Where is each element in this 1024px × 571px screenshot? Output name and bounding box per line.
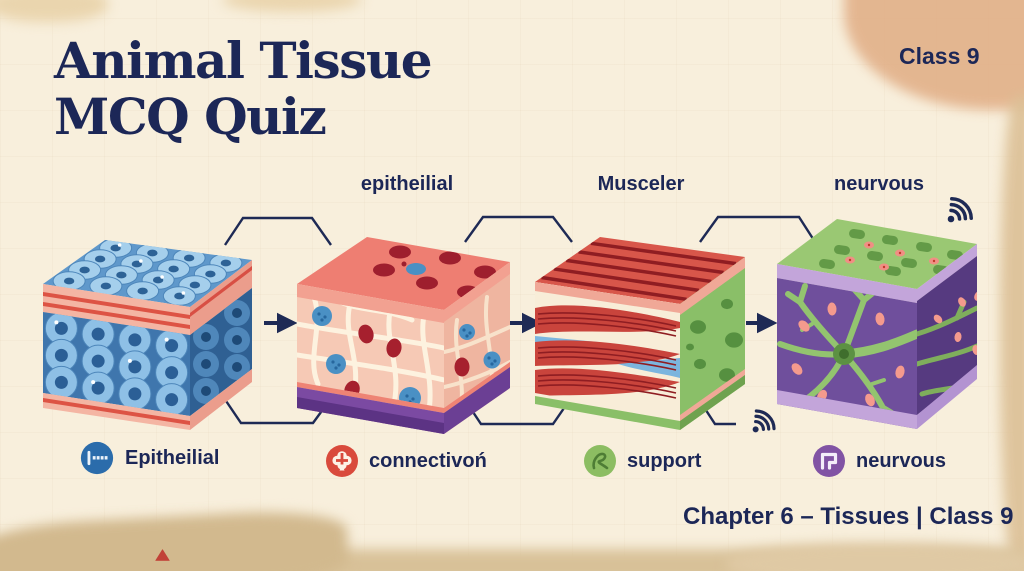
red-paper-speck — [155, 549, 170, 561]
tissue-diagram — [43, 197, 977, 434]
page-title: Animal Tissue MCQ Quiz — [54, 31, 433, 146]
label-nervous: neurvous — [833, 173, 925, 195]
legend-label: Epitheilial — [125, 446, 220, 469]
signal-waves-icon — [947, 197, 973, 223]
label-muscular: Musceler — [597, 173, 685, 195]
signal-waves-icon — [752, 409, 776, 433]
legend-item-support: support — [583, 444, 701, 478]
legend-label: neurvous — [856, 449, 947, 472]
connective-tissue-cube — [297, 237, 510, 434]
arrow-right-icon — [264, 312, 778, 334]
legend-item-connective: connectivoń — [325, 444, 487, 478]
title-line-2: MCQ Quiz — [54, 87, 327, 146]
epithelial-tissue-cube — [43, 240, 252, 430]
bracket-glyph-icon — [813, 445, 845, 477]
legend-label: support — [627, 449, 702, 472]
nervous-tissue-cube — [777, 219, 977, 429]
paper-edge-bottom-left — [0, 507, 350, 571]
title-line-1: Animal Tissue — [54, 31, 433, 90]
paper-edge-bottom-right — [726, 543, 1024, 571]
paper-edge-top-center — [222, 0, 362, 12]
squiggle-icon — [584, 445, 616, 477]
cell-row-icon — [80, 441, 114, 475]
legend-item-epithelial: Epitheilial — [79, 440, 219, 476]
clover-cross-icon — [326, 445, 358, 477]
legend-item-nervous: neurvous — [812, 444, 946, 478]
class-badge: Class 9 — [899, 43, 980, 69]
muscle-tissue-cube — [535, 237, 745, 430]
legend-label: connectivoń — [369, 449, 487, 472]
paper-edge-top-left — [0, 0, 108, 22]
paper-edge-bottom — [0, 549, 1024, 571]
footer-caption: Chapter 6 – Tissues | Class 9 — [683, 503, 1014, 530]
label-epithelial: epitheilial — [360, 173, 454, 195]
